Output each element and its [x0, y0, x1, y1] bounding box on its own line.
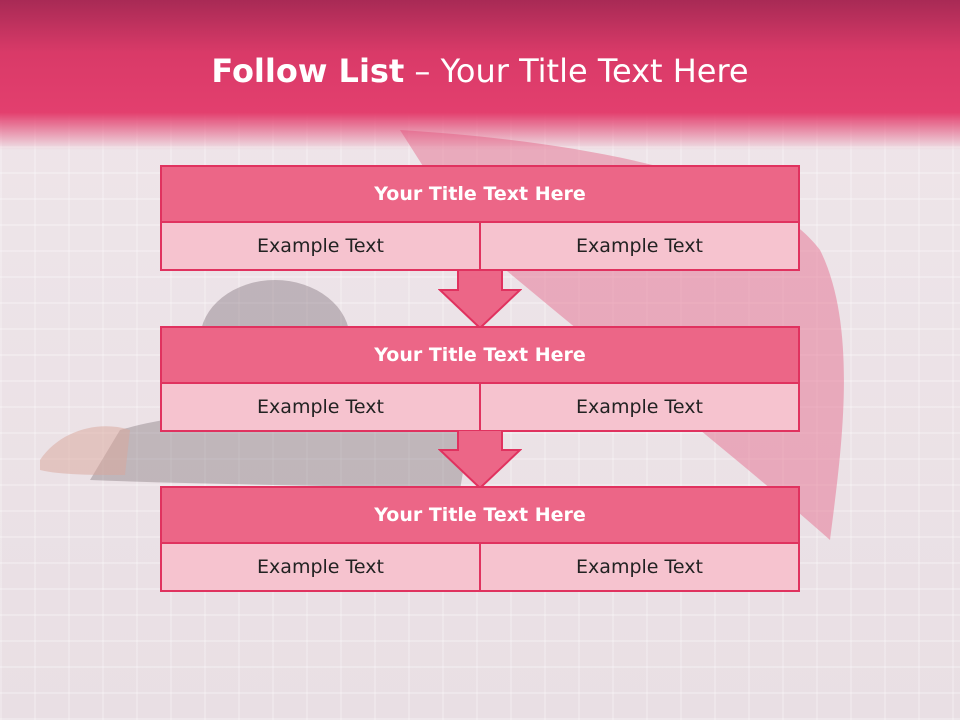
step-1-title: Your Title Text Here — [162, 167, 798, 223]
step-box-1: Your Title Text Here Example Text Exampl… — [160, 165, 800, 271]
step-2-title: Your Title Text Here — [162, 328, 798, 384]
down-arrow-icon-2 — [438, 430, 522, 490]
step-box-2: Your Title Text Here Example Text Exampl… — [160, 326, 800, 432]
slide-title-bold: Follow List — [211, 52, 405, 90]
step-1-right-text: Example Text — [479, 223, 798, 269]
step-1-left-text: Example Text — [162, 223, 479, 269]
step-2-right-text: Example Text — [479, 384, 798, 430]
slide-title-rest: Your Title Text Here — [440, 52, 749, 90]
slide-title: Follow List – Your Title Text Here — [0, 52, 960, 90]
step-2-left-text: Example Text — [162, 384, 479, 430]
step-3-title: Your Title Text Here — [162, 488, 798, 544]
step-3-right-text: Example Text — [479, 544, 798, 590]
step-3-left-text: Example Text — [162, 544, 479, 590]
slide-title-separator: – — [404, 52, 441, 90]
down-arrow-icon-1 — [438, 270, 522, 330]
step-box-3: Your Title Text Here Example Text Exampl… — [160, 486, 800, 592]
title-banner — [0, 0, 960, 150]
